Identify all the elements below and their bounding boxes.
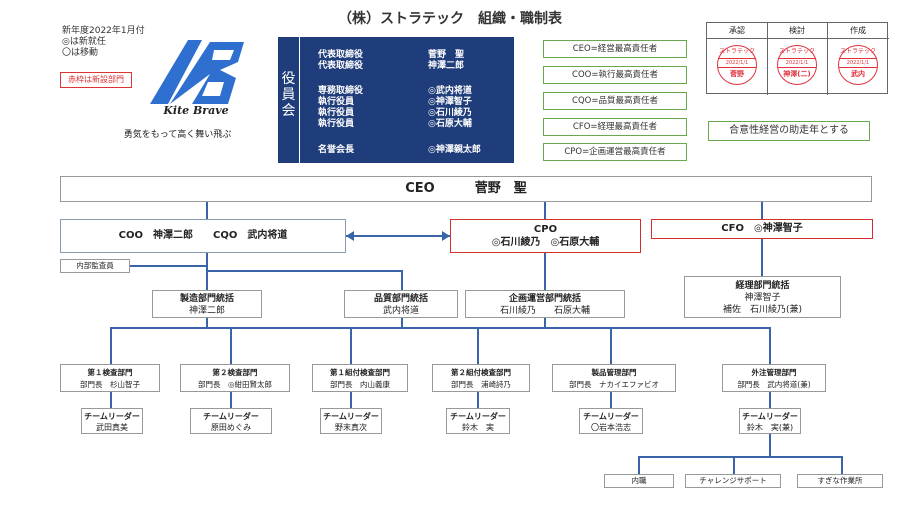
accounting-division-box: 経理部門統括 神澤智子 補佐 石川綾乃(兼) xyxy=(684,276,841,318)
board-row: 代表取締役神澤二郎 xyxy=(318,61,465,71)
connector xyxy=(230,392,232,408)
department-box: 第２検査部門部門長 ◎紺田賢太郎 xyxy=(180,364,290,392)
board-row: 執行役員◎石原大輔 xyxy=(318,119,472,129)
department-box: 第２組付検査部門部門長 浦崎詩乃 xyxy=(432,364,530,392)
annual-principle: 合意性経営の助走年とする xyxy=(708,121,870,141)
manufacturing-division-box: 製造部門統括神澤二郎 xyxy=(152,290,262,318)
subunit-box: すぎな作業所 xyxy=(797,474,883,488)
team-leader-box: チームリーダー〇岩本浩志 xyxy=(579,408,643,434)
connector xyxy=(544,202,546,219)
subunit-box: 内職 xyxy=(604,474,674,488)
connector xyxy=(733,456,735,474)
team-leader-box: チームリーダー鈴木 実 xyxy=(446,408,510,434)
connector xyxy=(610,327,612,364)
connector xyxy=(230,327,232,364)
board-row: 代表取締役菅野 聖 xyxy=(318,50,465,60)
connector xyxy=(206,253,208,271)
connector xyxy=(206,202,208,219)
board-side-label: 役員会 xyxy=(278,37,300,163)
new-appointment-note: ◎は新就任 xyxy=(62,37,106,47)
team-leader-box: チームリーダー鈴木 実(兼) xyxy=(739,408,801,434)
definition-cqo: CQO=品質最高責任者 xyxy=(543,92,687,110)
planning-division-box: 企画運営部門統括石川綾乃 石原大輔 xyxy=(465,290,625,318)
review-seal: ストラテック 2022/1/1 神澤(二) xyxy=(777,45,817,85)
connector xyxy=(206,270,402,272)
connector xyxy=(761,202,763,219)
approval-stamp-table: 承認 検討 作成 ストラテック 2022/1/1 菅野 ストラテック 2022/… xyxy=(706,22,889,95)
connector xyxy=(544,253,546,290)
create-header: 作成 xyxy=(827,23,889,39)
team-leader-box: チームリーダー野末真次 xyxy=(320,408,382,434)
connector xyxy=(610,392,612,408)
transfer-note: 〇は移動 xyxy=(62,48,99,58)
connector xyxy=(346,235,450,237)
connector xyxy=(206,318,208,328)
connector xyxy=(401,270,403,290)
connector xyxy=(638,456,843,458)
effective-date-note: 新年度2022年1月付 xyxy=(62,26,145,36)
quality-division-box: 品質部門統括武内将道 xyxy=(344,290,458,318)
connector xyxy=(638,456,640,474)
connector xyxy=(477,392,479,408)
connector xyxy=(206,270,208,290)
definition-cfo: CFO=経理最高責任者 xyxy=(543,118,687,136)
team-leader-box: チームリーダー原田めぐみ xyxy=(190,408,272,434)
subunit-box: チャレンジサポート xyxy=(685,474,781,488)
connector xyxy=(130,265,206,267)
connector xyxy=(110,392,112,408)
definition-ceo: CEO=経営最高責任者 xyxy=(543,40,687,58)
coo-cpo-link-arrows xyxy=(346,231,450,241)
page-title: （株）ストラテック 組織・職制表 xyxy=(338,11,562,27)
new-dept-legend: 赤枠は新設部門 xyxy=(60,72,132,88)
cfo-box: CFO ◎神澤智子 xyxy=(651,219,873,239)
connector xyxy=(761,239,763,276)
connector xyxy=(769,327,771,364)
logo-slogan: 勇気をもって高く舞い飛ぶ xyxy=(123,130,232,140)
connector xyxy=(110,327,770,329)
connector xyxy=(477,327,479,364)
connector xyxy=(769,392,771,408)
department-box: 外注管理部門部門長 武内将道(兼) xyxy=(722,364,826,392)
team-leader-box: チームリーダー武田真美 xyxy=(81,408,143,434)
connector xyxy=(110,327,112,364)
department-box: 製品管理部門部門長 ナカイエファビオ xyxy=(552,364,676,392)
board-row: 執行役員◎石川綾乃 xyxy=(318,108,472,118)
connector xyxy=(769,434,771,458)
board-row: 名誉会長◎神澤親太郎 xyxy=(318,145,481,155)
board-row: 専務取締役◎武内将道 xyxy=(318,86,472,96)
create-seal: ストラテック 2022/1/1 武内 xyxy=(838,45,878,85)
cpo-box: CPO ◎石川綾乃 ◎石原大輔 xyxy=(450,219,641,253)
review-header: 検討 xyxy=(767,23,827,39)
definition-coo: COO=執行最高責任者 xyxy=(543,66,687,84)
connector xyxy=(401,318,403,328)
svg-text:Kite Brave: Kite Brave xyxy=(162,104,228,116)
connector xyxy=(350,327,352,364)
approve-header: 承認 xyxy=(707,23,767,39)
board-row: 執行役員◎神澤智子 xyxy=(318,97,472,107)
coo-cqo-box: COO 神澤二郎 CQO 武内将道 xyxy=(60,219,346,253)
approval-seal: ストラテック 2022/1/1 菅野 xyxy=(717,45,757,85)
connector xyxy=(350,392,352,408)
kite-brave-logo: Kite Brave xyxy=(150,40,244,116)
department-box: 第１検査部門部門長 杉山智子 xyxy=(60,364,160,392)
definition-cpo: CPO=企画運営最高責任者 xyxy=(543,143,687,161)
board-of-directors-panel: 役員会 代表取締役菅野 聖 代表取締役神澤二郎 専務取締役◎武内将道 執行役員◎… xyxy=(278,37,514,163)
connector xyxy=(544,318,546,328)
connector xyxy=(841,456,843,474)
department-box: 第１組付検査部門部門長 内山義康 xyxy=(312,364,408,392)
internal-audit-box: 内部監査員 xyxy=(60,259,130,273)
